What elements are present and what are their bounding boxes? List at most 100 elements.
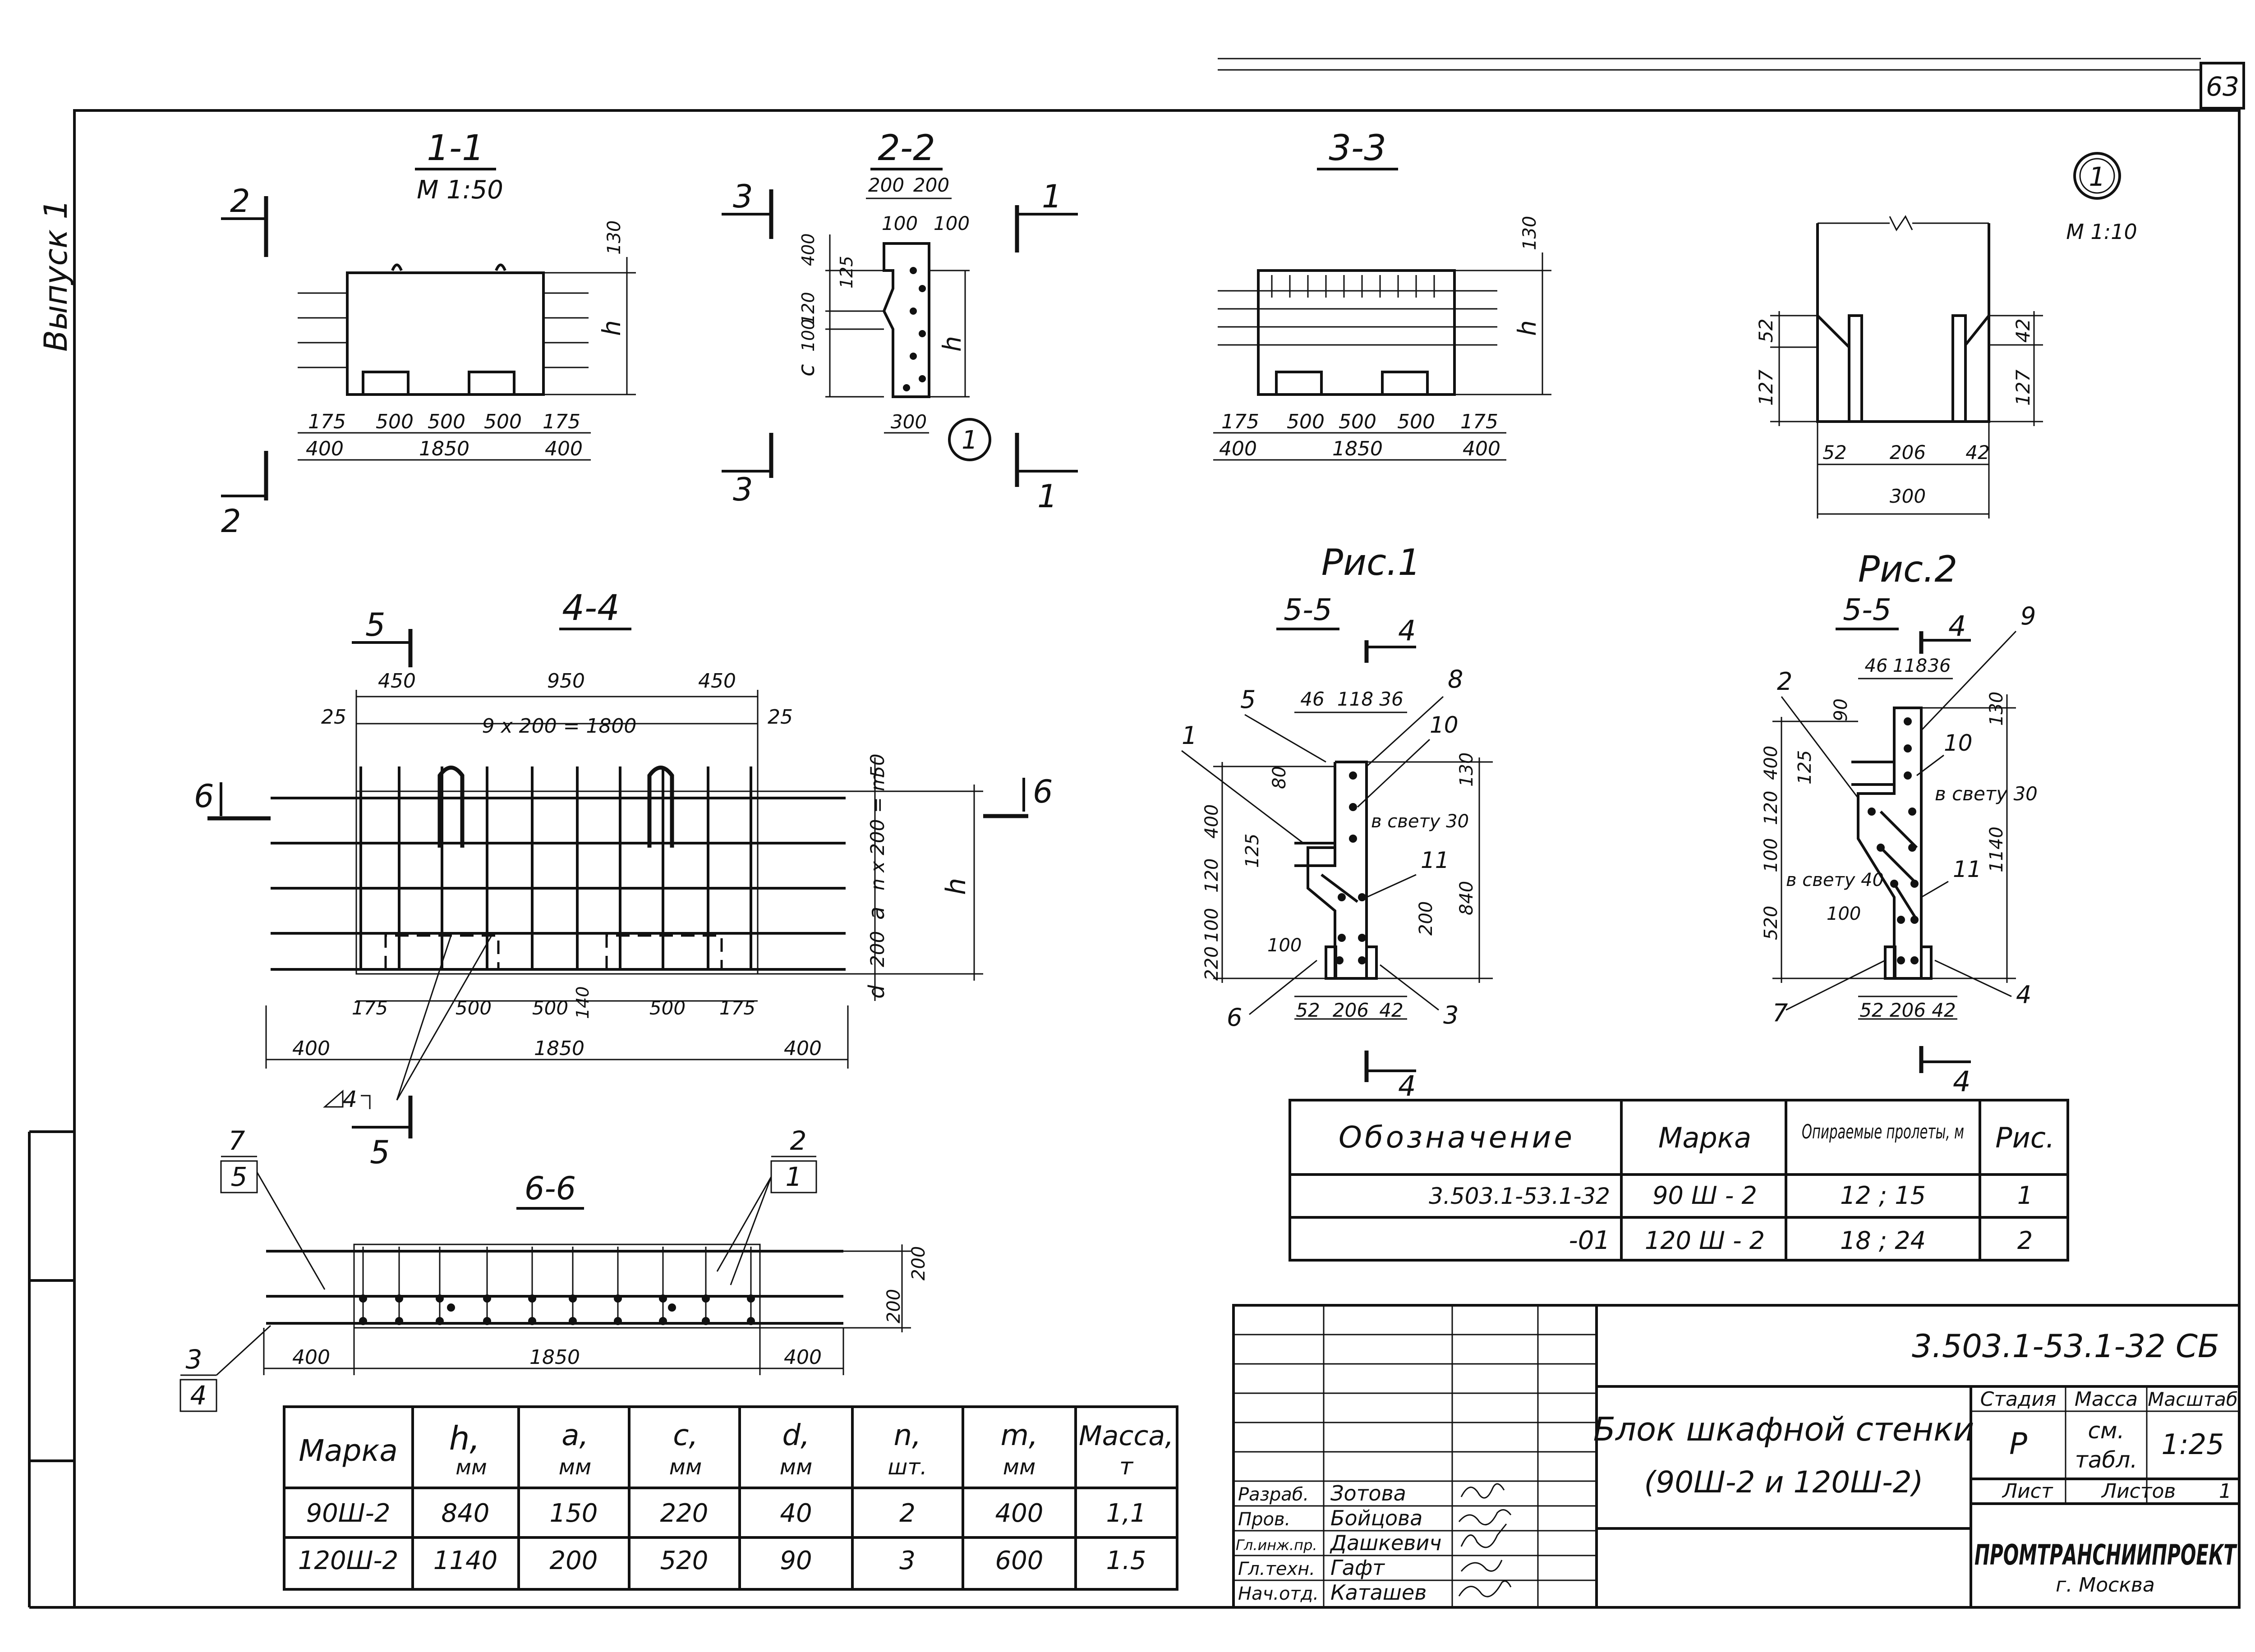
dim-100-b: 100 [934,212,970,234]
dim-text: 500 [1339,410,1376,433]
dim-130-3-3: 130 [1519,216,1540,250]
detail-ref-circle [948,418,991,461]
weld-mark: 4 [343,1086,357,1112]
designation-header-code: Обозначение [1339,1120,1575,1155]
dim-500-b: 500 [532,997,568,1019]
param-header-h: h, [449,1419,480,1457]
fig1-caption: Рис.1 [1321,541,1421,583]
dim-400-left-6-6: 400 [292,1346,330,1369]
fig1-callout-1: 1 [1182,721,1197,750]
org-name: ПРОМТРАНСНИИПРОЕКТ [1974,1538,2237,1571]
dim-450-left: 450 [378,670,416,693]
dim-h-2-2: h [938,336,966,352]
fig1-dim-130: 130 [1456,753,1477,787]
dim-c-2-2: c [793,364,819,377]
fig1-callout-3: 3 [1443,1001,1459,1029]
mass-value-2: табл. [2075,1447,2137,1473]
fig2-callout-10: 10 [1944,730,1973,756]
param-row1-m: 400 [995,1499,1044,1528]
fig1-dim-46: 46 [1300,688,1324,710]
sign-role-1: Разраб. [1238,1484,1309,1505]
sheet-label: Лист [2002,1480,2053,1503]
designation-row2-fig: 2 [2017,1226,2033,1255]
dim-text: 500 [376,410,414,433]
dim-300-detail: 300 [1890,485,1926,507]
fig1-dim-125: 125 [1242,834,1263,868]
dim-42-detail-bottom: 42 [1965,441,1989,463]
fig2-dim-520: 520 [1761,906,1781,940]
dims-row2-3-3: 400 1850 400 [1219,437,1500,460]
figure-1: Рис.1 5-5 4 4 46 118 36 400 125 120 100 … [1181,541,1493,1102]
callout-2: 2 [790,1125,807,1156]
dim-text: 175 [1460,410,1498,433]
designation-row1-fig: 1 [2017,1181,2033,1210]
fig2-cut-4-top: 4 [1948,610,1966,642]
dim-text: 400 [1219,437,1257,460]
org-city: г. Москва [2056,1574,2155,1597]
dim-text: 400 [545,437,583,460]
dim-1850-4-4: 1850 [534,1037,584,1060]
param-header-m: m, [1001,1419,1038,1452]
drawing-title-line1: Блок шкафной стенки [1593,1410,1974,1448]
param-row2-mark: 120Ш-2 [298,1546,399,1575]
dim-400-right-6-6: 400 [784,1346,822,1369]
fig2-clear-note-1: в свету 30 [1935,783,2038,805]
param-row2-a: 200 [550,1546,598,1575]
cut-label-5-top: 5 [365,606,386,643]
section-4-4-title: 4-4 [562,588,619,629]
parameters-table: Марка h, мм a, мм c, мм d, мм n, шт. m, … [283,1405,1178,1591]
section-3-3: 3-3 130 h 175 500 500 500 175 400 [1213,128,1551,461]
mass-label: Масса [2075,1388,2138,1411]
designation-row2-mark: 120 Ш - 2 [1645,1226,1765,1255]
dim-25-left: 25 [321,706,346,729]
param-row2-mass: 1.5 [1106,1546,1146,1575]
drawing-title-line2: (90Ш-2 и 120Ш-2) [1644,1465,1923,1500]
sign-name-1: Зотова [1330,1481,1406,1505]
dim-text: 175 [308,410,346,433]
param-row1-mark: 90Ш-2 [306,1499,391,1528]
dim-206-detail-bottom: 206 [1890,441,1926,463]
title-block: 3.503.1-53.1-32 СБ Блок шкафной стенки (… [1232,1304,2241,1609]
designation-header-mark: Марка [1658,1121,1751,1154]
dim-1850-6-6: 1850 [529,1346,580,1369]
section-4-4: 4-4 5 5 6 6 450 950 450 25 9 x 200 = 180… [194,588,1053,1171]
callout-1: 1 [786,1161,802,1192]
dim-130-1-1: 130 [604,220,625,255]
sign-role-2: Пров. [1238,1509,1290,1530]
cut-label-3-top: 3 [733,178,753,215]
section-2-2-title: 2-2 [878,128,935,169]
designation-row1-spans: 12 ; 15 [1840,1181,1926,1210]
param-row1-n: 2 [899,1499,916,1528]
stage-value: Р [2009,1427,2027,1461]
dim-500-c: 500 [649,997,686,1019]
fig2-dim-100-inner: 100 [1827,904,1861,924]
fig2-dim-206: 206 [1890,999,1926,1021]
dim-200-b: 200 [913,174,949,196]
designation-row2-code: -01 [1569,1226,1610,1255]
cut-label-6-left: 6 [194,778,214,815]
stage-label: Стадия [1980,1388,2057,1411]
dim-450-right: 450 [698,670,736,693]
mass-value-1: см. [2088,1418,2124,1444]
param-header-n: n, [894,1419,921,1452]
fig1-dim-36: 36 [1379,688,1403,710]
dim-100-2-2: 100 [798,319,818,352]
cut-label-1-top: 1 [1042,178,1062,215]
scale-main-label: М 1:50 [417,175,503,205]
fig1-callout-11: 11 [1421,847,1450,873]
dim-200-6-6-b: 200 [884,1289,904,1323]
detail-scale-label: М 1:10 [2066,220,2137,244]
detail-marker-inner [2079,158,2115,194]
fig1-dim-206: 206 [1333,999,1369,1021]
fig2-dim-42: 42 [1932,999,1956,1021]
param-row1-a: 150 [550,1499,598,1528]
section-1-1-title: 1-1 [427,128,484,169]
dim-400-left-4-4: 400 [292,1037,330,1060]
param-header-c-unit: мм [669,1455,702,1480]
fig2-callout-4: 4 [2016,981,2031,1009]
callout-5: 5 [231,1161,248,1192]
sign-name-5: Каташев [1330,1580,1427,1605]
fig1-callout-8: 8 [1448,665,1463,693]
fig2-clear-note-2: в свету 40 [1786,870,1884,890]
dim-950: 950 [547,670,585,693]
